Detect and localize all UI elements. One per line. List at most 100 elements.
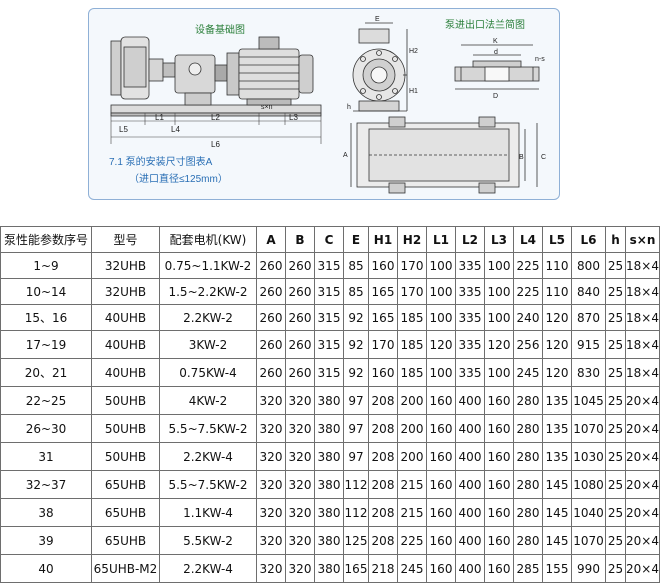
table-cell: 280 [513,414,543,443]
table-cell: 160 [368,252,398,279]
table-cell: 4KW-2 [159,386,257,415]
label-h: h [347,104,351,111]
label-l5: L5 [119,125,128,134]
table-cell: 20×4 [625,526,660,555]
table-cell: 320 [256,386,286,415]
table-cell: 225 [513,252,543,279]
table-cell: 100 [484,304,514,331]
drawing-svg: 设备基础图 泵进出口法兰简图 [109,16,546,194]
table-cell: 170 [397,278,427,305]
label-l3: L3 [289,113,298,122]
table-cell: 145 [542,526,572,555]
table-cell: 25 [605,554,626,583]
table-cell: 145 [542,498,572,527]
header-cell: C [314,226,344,253]
table-cell: 315 [314,330,344,359]
table-cell: 200 [397,414,427,443]
table-cell: 315 [314,278,344,305]
pump-dimensions [110,113,322,144]
label-h1: H1 [409,88,418,95]
table-cell: 280 [513,498,543,527]
table-cell: 280 [513,526,543,555]
header-cell: E [343,226,369,253]
table-cell: 320 [256,442,286,471]
table-cell: 112 [343,498,369,527]
table-cell: 65UHB-M2 [91,554,160,583]
table-cell: 20×4 [625,386,660,415]
table-cell: 25 [605,526,626,555]
table-cell: 320 [256,498,286,527]
table-cell: 40UHB [91,358,160,387]
table-cell: 20×4 [625,414,660,443]
header-cell: L1 [426,226,456,253]
header-cell: 配套电机(KW) [159,226,257,253]
table-cell: 65UHB [91,526,160,555]
table-cell: 218 [368,554,398,583]
pump-side-view [110,36,322,117]
table-cell: 18×4 [625,358,660,387]
caption-line2: （进口直径≤125mm） [129,172,228,185]
table-cell: 15、16 [0,304,92,331]
table-cell: 165 [343,554,369,583]
table-cell: 160 [484,386,514,415]
table-cell: 400 [455,442,485,471]
label-sxn: s×n [261,104,273,111]
table-cell: 50UHB [91,414,160,443]
table-cell: 1~9 [0,252,92,279]
table-cell: 185 [397,358,427,387]
table-cell: 1.1KW-4 [159,498,257,527]
table-cell: 200 [397,442,427,471]
table-cell: 22~25 [0,386,92,415]
table-cell: 135 [542,386,572,415]
table-cell: 25 [605,304,626,331]
table-cell: 335 [455,358,485,387]
table-cell: 85 [343,252,369,279]
label-l4: L4 [171,125,180,134]
table-header-row: 泵性能参数序号 型号 配套电机(KW) A B C E H1 H2 L1 L2 … [0,226,660,253]
flange-drawing-title: 泵进出口法兰简图 [445,18,525,31]
table-cell: 335 [455,252,485,279]
table-cell: 25 [605,498,626,527]
table-cell: 208 [368,386,398,415]
table-cell: 400 [455,498,485,527]
table-cell: 1030 [571,442,606,471]
label-l6: L6 [211,140,220,149]
table-cell: 380 [314,414,344,443]
table-cell: 185 [397,304,427,331]
table-cell: 3KW-2 [159,330,257,359]
label-d-small: d [494,49,498,56]
table-cell: 25 [605,414,626,443]
table-cell: 40UHB [91,330,160,359]
table-cell: 20、21 [0,358,92,387]
table-cell: 208 [368,414,398,443]
table-cell: 315 [314,252,344,279]
table-cell: 380 [314,470,344,499]
flange-section-view [454,44,540,90]
table-cell: 20×4 [625,554,660,583]
table-cell: 280 [513,386,543,415]
table-cell: 160 [426,498,456,527]
header-cell: L4 [513,226,543,253]
header-cell: H2 [397,226,427,253]
table-cell: 145 [542,470,572,499]
table-cell: 320 [285,442,315,471]
table-cell: 20×4 [625,498,660,527]
header-cell: L2 [455,226,485,253]
table-cell: 260 [285,252,315,279]
table-cell: 170 [397,252,427,279]
table-cell: 92 [343,358,369,387]
table-cell: 10~14 [0,278,92,305]
table-cell: 165 [368,278,398,305]
table-cell: 260 [256,358,286,387]
table-cell: 225 [397,526,427,555]
table-cell: 1080 [571,470,606,499]
table-cell: 320 [256,470,286,499]
table-cell: 135 [542,414,572,443]
header-cell: H1 [368,226,398,253]
table-cell: 25 [605,442,626,471]
table-cell: 100 [426,278,456,305]
table-cell: 170 [368,330,398,359]
table-cell: 1070 [571,526,606,555]
